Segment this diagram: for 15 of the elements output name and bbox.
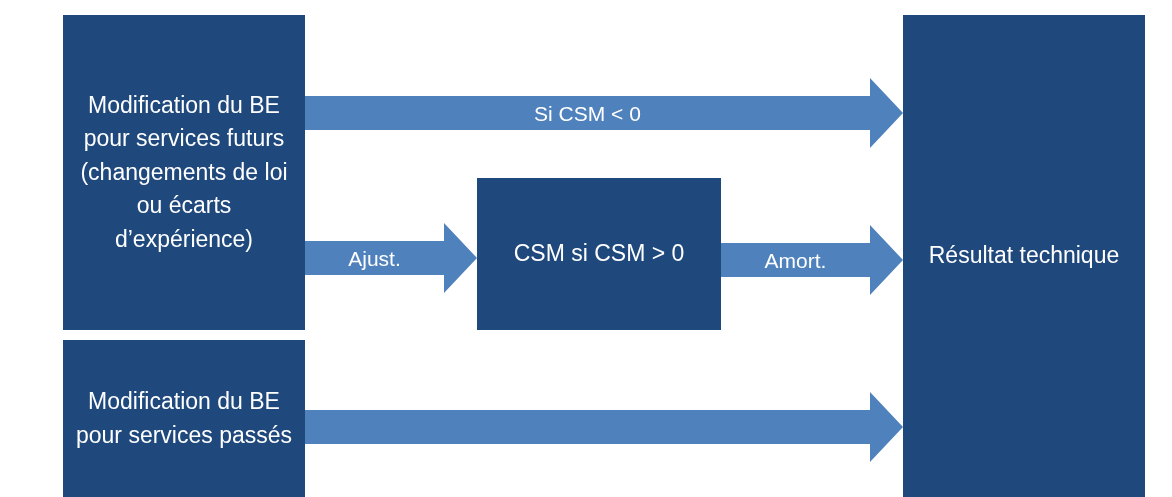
edge-label: Si CSM < 0 xyxy=(534,102,641,126)
box-label: Résultat technique xyxy=(928,241,1120,271)
process-box xyxy=(477,178,721,330)
edge-label: Amort. xyxy=(764,249,827,273)
box-label: Modification du BE pour services passés xyxy=(74,387,293,450)
process-box xyxy=(63,15,305,330)
block-arrow xyxy=(721,225,903,295)
process-box xyxy=(63,340,305,497)
edge-label: Ajust. xyxy=(348,247,401,271)
block-arrow xyxy=(305,392,903,462)
process-box xyxy=(903,15,1145,497)
block-arrow xyxy=(305,223,477,293)
box-label: Modification du BE pour services futurs (changements de loi ou écarts d’expérience) xyxy=(79,91,289,254)
block-arrow xyxy=(305,78,903,148)
box-label: CSM si CSM > 0 xyxy=(513,239,685,269)
